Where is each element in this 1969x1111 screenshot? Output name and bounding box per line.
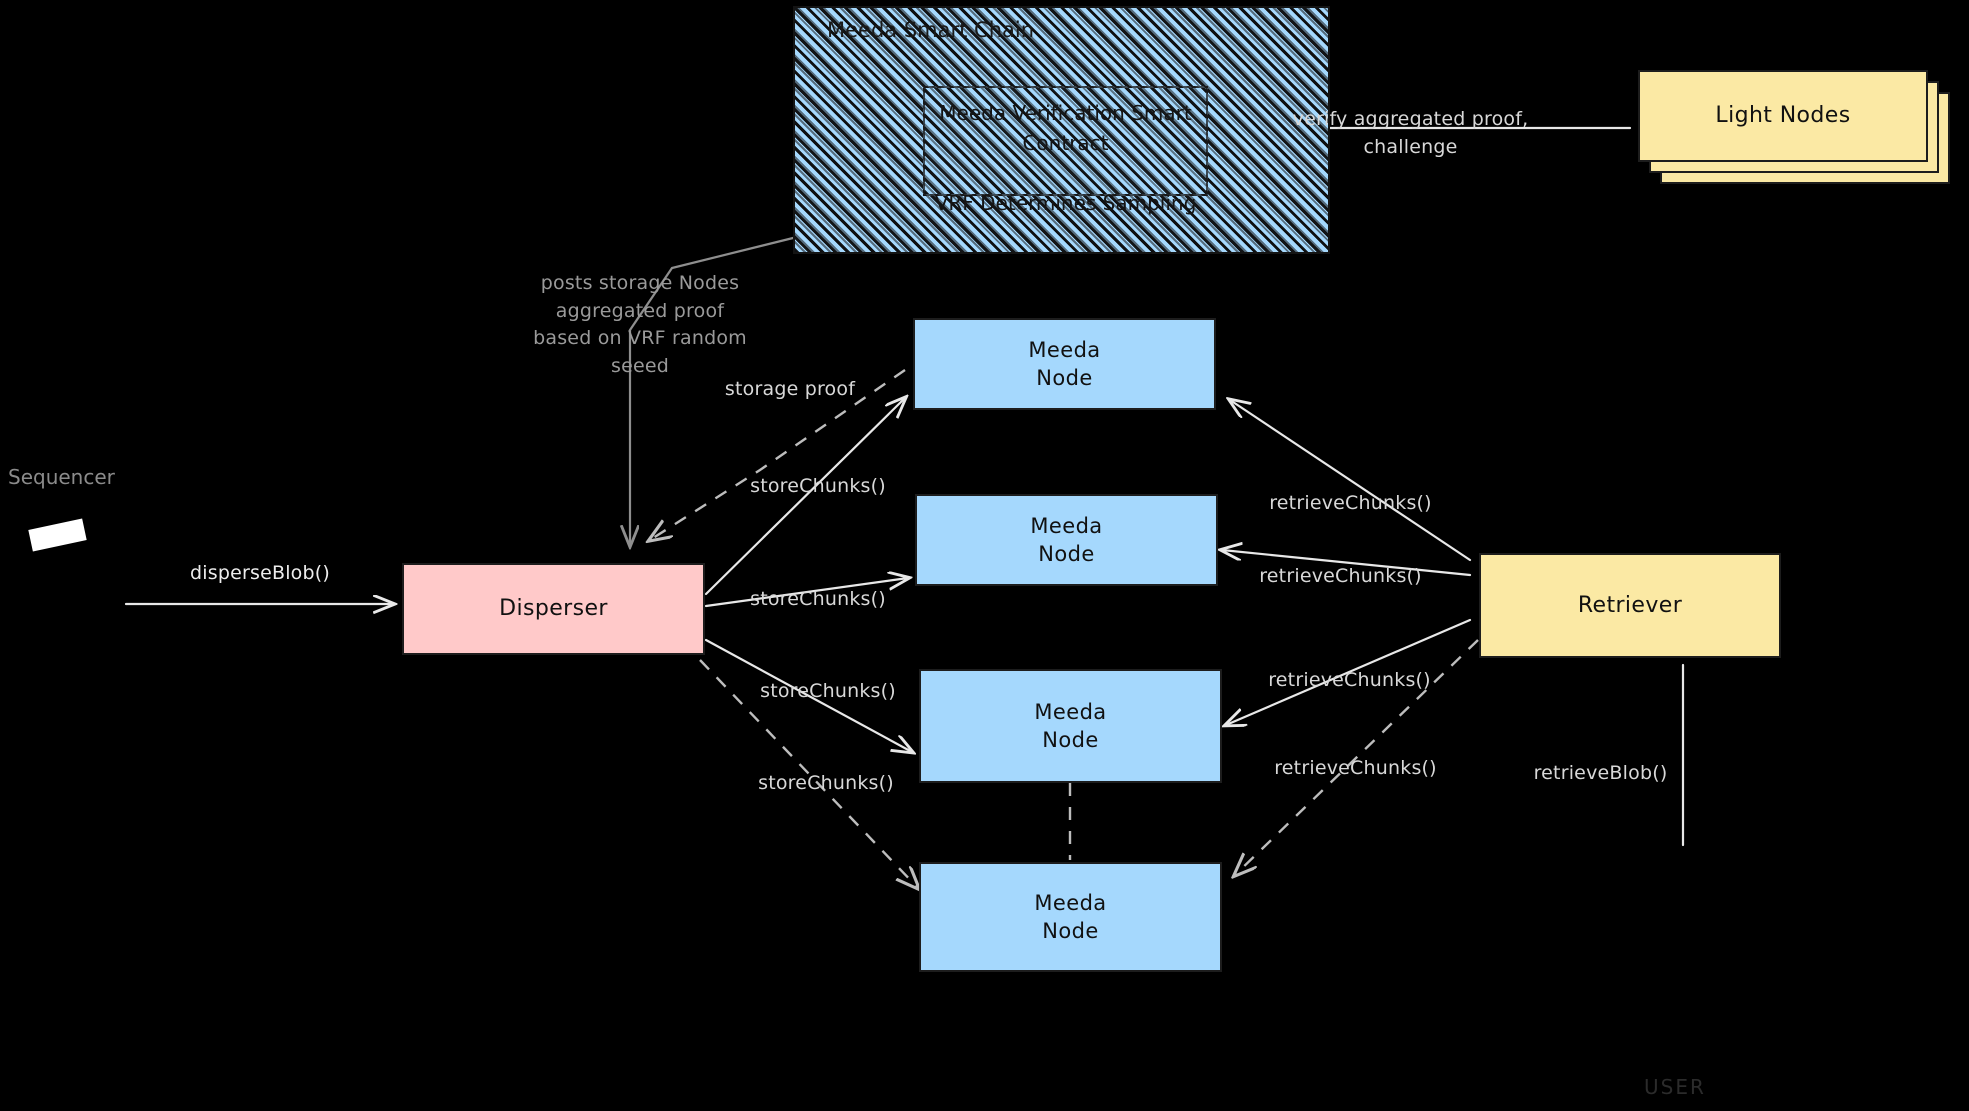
retriever-box[interactable]: Retriever [1479, 553, 1781, 658]
edge-label-storage-proof: storage proof [724, 378, 856, 400]
meeda-node-3-label: Meeda Node [1034, 699, 1107, 752]
edge-label-retrieve-chunks-1: retrieveChunks() [1269, 492, 1432, 514]
meeda-node-3[interactable]: Meeda Node [919, 669, 1222, 783]
edge-label-retrieve-chunks-2: retrieveChunks() [1259, 565, 1422, 587]
user-label: USER [1644, 1075, 1706, 1099]
disperser-box[interactable]: Disperser [402, 563, 705, 655]
edge-retrieve-chunks-2 [1222, 550, 1472, 577]
edge-label-retrieve-chunks-4: retrieveChunks() [1274, 757, 1437, 779]
edge-label-store-chunks-4: storeChunks() [758, 772, 894, 794]
meeda-node-2-label: Meeda Node [1030, 513, 1103, 566]
edge-store-chunks-1 [704, 398, 905, 596]
disperser-label: Disperser [499, 596, 608, 622]
meeda-verification-contract-label: Meeda Verification Smart Contract VRF De… [934, 101, 1197, 215]
edge-storage-proof [650, 369, 906, 540]
meeda-node-4-label: Meeda Node [1034, 890, 1107, 943]
edge-store-chunks-4 [699, 659, 918, 888]
edge-retrieve-chunks-3 [1226, 618, 1472, 725]
meeda-node-1-label: Meeda Node [1028, 337, 1101, 390]
light-nodes-label: Light Nodes [1715, 103, 1851, 129]
edge-label-verify-proof: verify aggregated proof, challenge [1292, 108, 1529, 158]
meeda-verification-contract-box[interactable] [923, 86, 1208, 196]
edge-label-disperse-blob: disperseBlob() [189, 562, 330, 584]
sequencer-label: Sequencer [8, 465, 115, 489]
edge-label-store-chunks-2: storeChunks() [750, 588, 886, 610]
light-nodes-card[interactable]: Light Nodes [1638, 70, 1928, 162]
light-nodes-stack[interactable]: Light Nodes [1638, 70, 1968, 190]
meeda-node-1[interactable]: Meeda Node [913, 318, 1216, 410]
meeda-node-2[interactable]: Meeda Node [915, 494, 1218, 586]
edge-label-store-chunks-1: storeChunks() [750, 475, 886, 497]
meeda-node-4[interactable]: Meeda Node [919, 862, 1222, 972]
edge-retrieve-chunks-4 [1235, 639, 1479, 875]
retriever-label: Retriever [1577, 592, 1683, 618]
edge-label-store-chunks-3: storeChunks() [760, 680, 896, 702]
edge-retrieve-chunks-1 [1230, 400, 1472, 562]
edge-label-retrieve-chunks-3: retrieveChunks() [1268, 669, 1431, 691]
edge-label-retrieve-blob: retrieveBlob() [1533, 762, 1668, 784]
meeda-smart-chain-title: Meeda Smart Chain [827, 18, 1035, 42]
edge-post-proof [630, 236, 795, 545]
edge-store-chunks-2 [704, 578, 908, 608]
edge-store-chunks-3 [704, 638, 912, 752]
edge-label-post-proof: posts storage Nodes aggregated proof bas… [533, 272, 747, 377]
